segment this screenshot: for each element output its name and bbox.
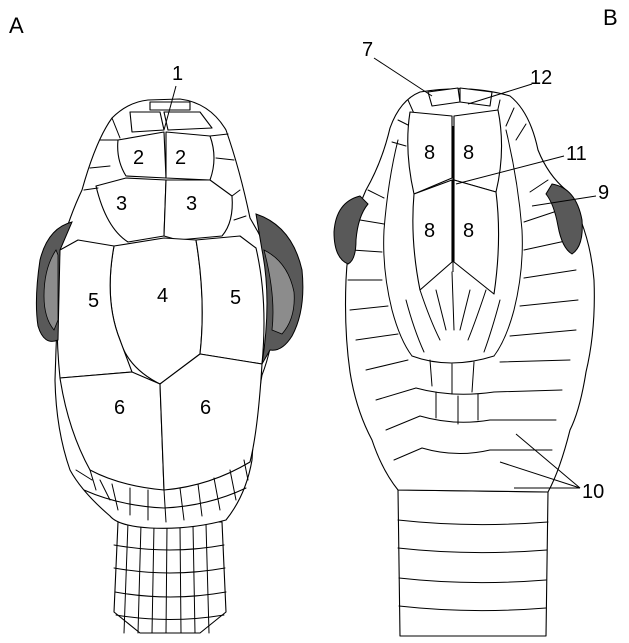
- label-12: 12: [530, 67, 552, 89]
- prefrontal-scale-right: [166, 132, 214, 180]
- label-5-left: 5: [88, 290, 99, 312]
- label-8-anterior-left: 8: [424, 142, 435, 164]
- supraocular-scale-right: [164, 180, 232, 240]
- label-9: 9: [598, 182, 609, 204]
- label-2-left: 2: [133, 147, 144, 169]
- label-8-posterior-left: 8: [424, 220, 435, 242]
- dorsal-neck-scales: [114, 522, 226, 633]
- label-2-right: 2: [175, 147, 186, 169]
- label-11: 11: [566, 143, 587, 165]
- label-1: 1: [172, 63, 183, 85]
- label-8-posterior-right: 8: [463, 220, 474, 242]
- panel-label-a: A: [9, 13, 24, 38]
- label-3-right: 3: [186, 193, 197, 215]
- label-10: 10: [582, 481, 604, 503]
- label-6-right: 6: [200, 397, 211, 419]
- label-5-right: 5: [230, 287, 241, 309]
- label-7-leader: [374, 58, 432, 96]
- dorsal-view-panel: A 1 2 2 3 3 4 5 5 6 6: [9, 13, 303, 633]
- label-7: 7: [362, 39, 373, 61]
- label-4: 4: [157, 285, 168, 307]
- panel-label-b: B: [603, 5, 618, 30]
- ventral-scutes: [398, 490, 548, 636]
- label-6-left: 6: [114, 397, 125, 419]
- label-3-left: 3: [116, 193, 127, 215]
- label-8-anterior-right: 8: [463, 142, 474, 164]
- ventral-view-panel: B 7 12 8 8 11 9 8 8 10: [334, 5, 618, 636]
- chin-shield-anterior-right: [454, 110, 502, 192]
